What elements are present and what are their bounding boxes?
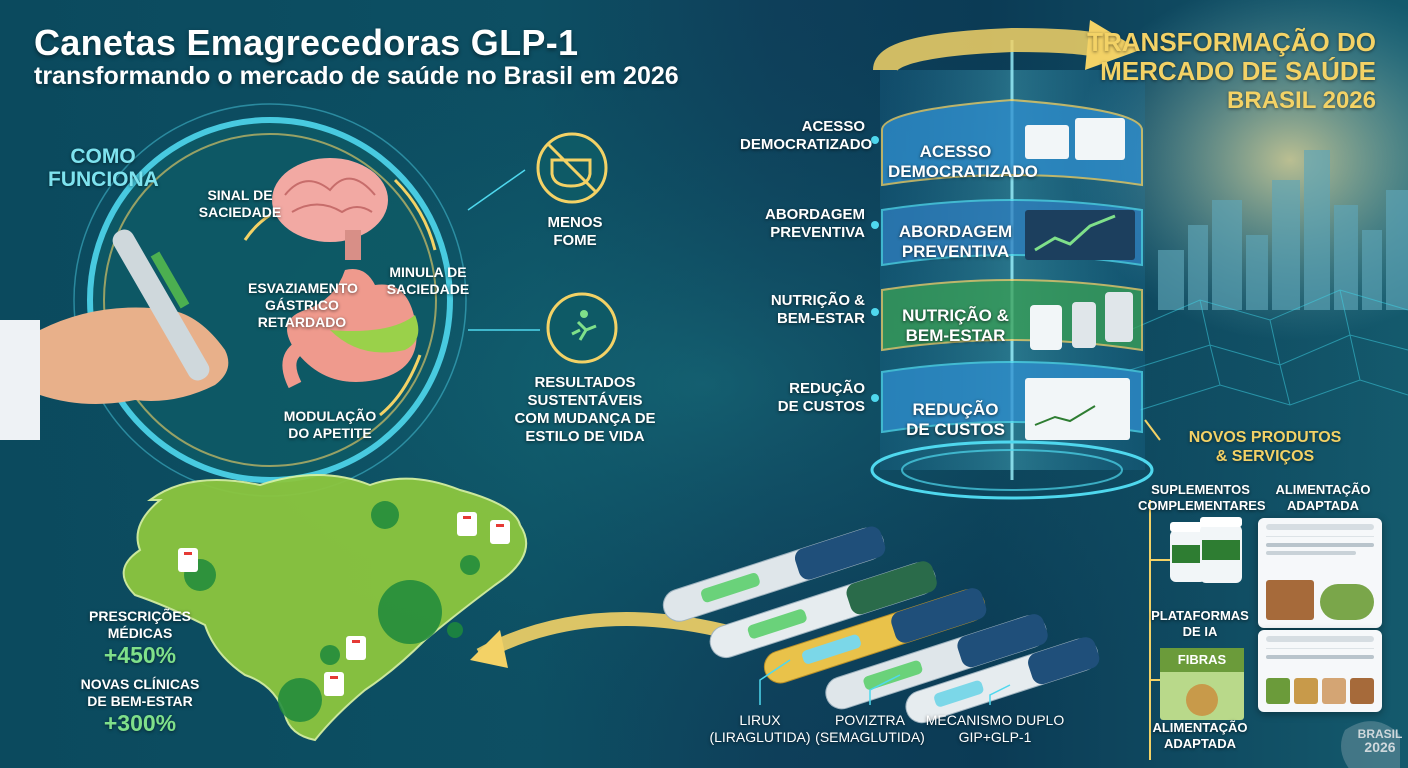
alimentacao-bottom-label: ALIMENTAÇÃO ADAPTADA xyxy=(1152,720,1248,751)
right-title: TRANSFORMAÇÃO DO MERCADO DE SAÚDE BRASIL… xyxy=(1087,27,1376,115)
main-title: Canetas Emagrecedoras GLP-1 xyxy=(34,22,579,63)
modulacao-apetite-label: MODULAÇÃO DO APETITE xyxy=(283,408,377,441)
pillar-connectors xyxy=(871,136,879,402)
brazil-map xyxy=(122,474,528,742)
suplementos-label: SUPLEMENTOS COMPLEMENTARES xyxy=(1138,482,1266,513)
como-funciona-label: COMO FUNCIONA xyxy=(48,145,159,191)
transformation-cylinder xyxy=(870,20,1154,500)
pen-label-poviztra: POVIZTRA (SEMAGLUTIDA) xyxy=(815,712,925,745)
stomach-icon xyxy=(282,269,419,389)
subtitle: transformando o mercado de saúde no Bras… xyxy=(34,62,679,90)
resultados-label: RESULTADOS SUSTENTÁVEIS COM MUDANÇA DE E… xyxy=(514,374,656,445)
clinic-building-icon xyxy=(1025,125,1069,159)
menos-fome-label: MENOS FOME xyxy=(547,214,603,249)
city-skyline xyxy=(1158,150,1408,310)
pillar-label-nutricao: NUTRIÇÃO &BEM-ESTAR xyxy=(770,292,865,327)
minula-saciedade-label: MINULA DE SACIEDADE xyxy=(386,264,470,297)
search-result-card-bottom xyxy=(1258,630,1382,712)
stat-clinicas: NOVAS CLÍNICAS DE BEM-ESTAR +300% xyxy=(80,676,200,736)
novos-produtos-label: NOVOS PRODUTOS & SERVIÇOS xyxy=(1188,429,1342,465)
sinal-saciedade-label: SINAL DE SACIEDADE xyxy=(198,187,282,220)
products-connectors xyxy=(1144,419,1170,760)
alimentacao-top-label: ALIMENTAÇÃO ADAPTADA xyxy=(1275,482,1371,513)
clinic-markers xyxy=(178,512,510,696)
network-mesh xyxy=(1129,289,1408,411)
search-result-card-top xyxy=(1258,518,1382,628)
cost-report-icon xyxy=(1025,378,1130,440)
plataformas-label: PLATAFORMAS DE IA xyxy=(1151,608,1249,639)
pen-label-lirux: LIRUX (LIRAGLUTIDA) xyxy=(709,712,811,745)
esvaziamento-label: ESVAZIAMENTO GÁSTRICO RETARDADO xyxy=(248,280,358,330)
phone-health-icon xyxy=(1030,305,1062,350)
stat-prescricoes: PRESCRIÇÕES MÉDICAS +450% xyxy=(89,608,191,668)
pen-label-mecanismo: MECANISMO DUPLO GIP+GLP-1 xyxy=(925,712,1065,745)
brain-icon xyxy=(272,158,388,260)
fibras-box-label: FIBRAS xyxy=(1177,652,1227,667)
band-nutricao: NUTRIÇÃO &BEM-ESTAR xyxy=(902,306,1009,345)
hand-with-pen-icon xyxy=(0,229,229,440)
fibras-box xyxy=(1160,648,1244,720)
supplement-bottles xyxy=(1170,517,1242,583)
brasil-2026-badge: BRASIL 2026 xyxy=(1357,727,1403,755)
pens-illustration xyxy=(662,526,1100,724)
